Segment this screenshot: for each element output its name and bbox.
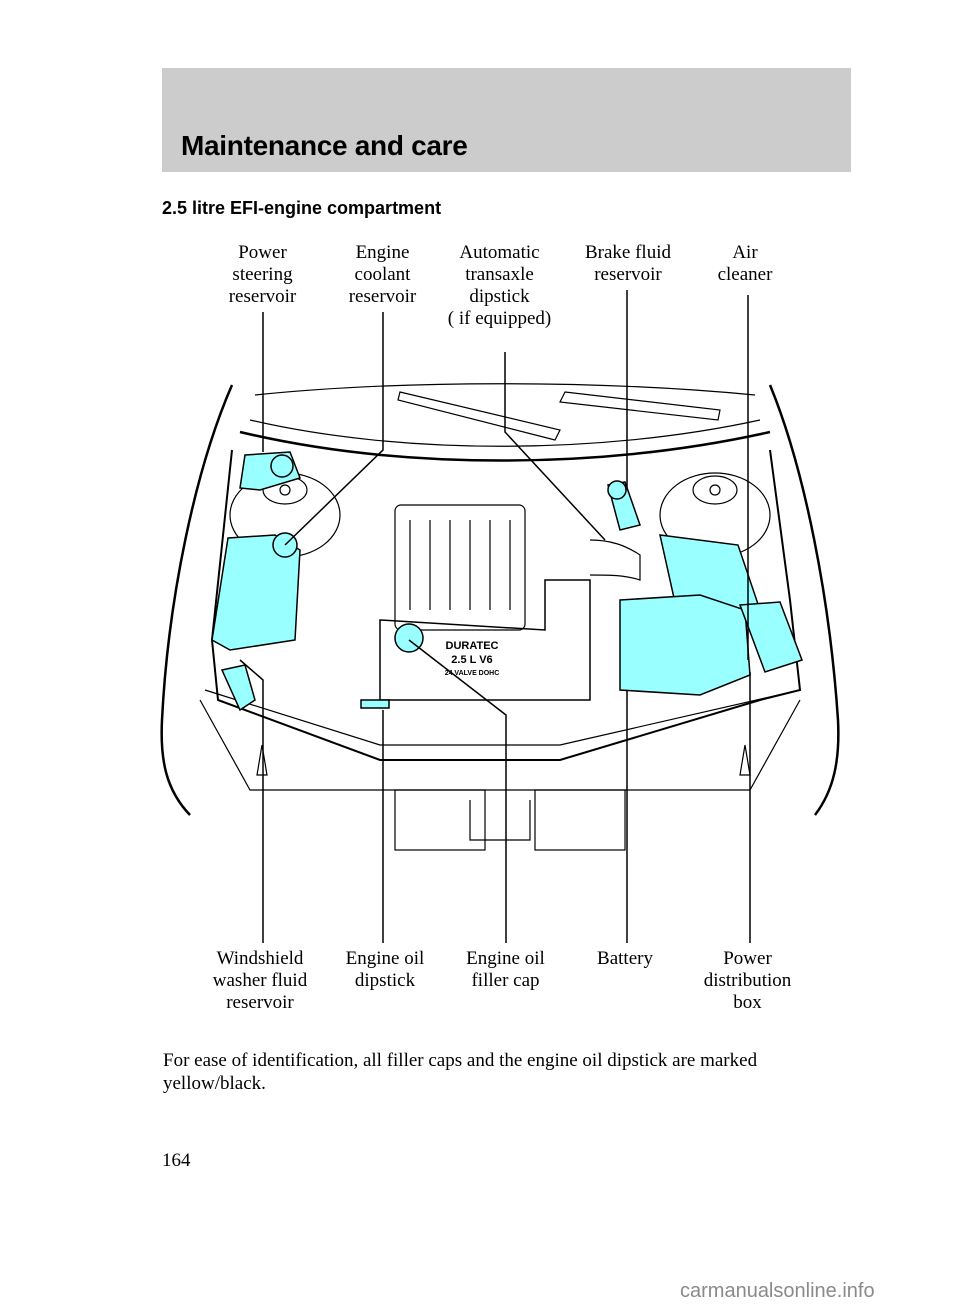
leader-transaxle-dipstick [504, 352, 606, 541]
air-intake-tube [589, 539, 641, 581]
right-fender-outline [768, 384, 840, 816]
engine-badge-line2: 2.5 L V6 [451, 654, 492, 666]
leader-washer [239, 659, 264, 943]
leader-coolant [284, 312, 384, 546]
radiator-support [204, 689, 801, 746]
page-number: 164 [162, 1150, 191, 1171]
chapter-header-band [162, 68, 851, 172]
engine-badge-line3: 24 VALVE DOHC [445, 670, 500, 677]
callout-air-cleaner: Air cleaner [717, 242, 773, 285]
engine-oil-dipstick-handle [360, 699, 390, 709]
power-steering-cap [270, 454, 294, 478]
leader-oil-filler [408, 639, 507, 943]
hood-latch [469, 800, 531, 841]
callout-battery: Battery [597, 948, 653, 969]
brake-fluid-cap [607, 480, 627, 500]
engine-badge-line1: DURATEC [446, 640, 499, 652]
callout-brake-fluid-reservoir: Brake fluid reservoir [584, 242, 671, 285]
washer-fluid-reservoir-shape [220, 664, 256, 712]
compartment-outline [210, 449, 802, 761]
power-distribution-box-shape [738, 601, 803, 673]
callout-power-distribution-box: Power distribution box [703, 948, 792, 1013]
chapter-title: Maintenance and care [181, 130, 468, 161]
left-fender-outline [160, 384, 234, 816]
callout-engine-oil-dipstick: Engine oil dipstick [345, 948, 425, 991]
wiper-right [559, 391, 721, 421]
wiper-left [397, 391, 561, 441]
coolant-reservoir-shape [211, 534, 301, 651]
callout-engine-coolant-reservoir: Engine coolant reservoir [348, 242, 417, 307]
callout-engine-oil-filler-cap: Engine oil filler cap [466, 948, 545, 991]
watermark: carmanualsonline.info [680, 1280, 875, 1302]
identification-note: For ease of identification, all filler c… [163, 1050, 758, 1094]
battery-shape [619, 594, 751, 696]
callout-automatic-transaxle-dipstick: Automatic transaxle dipstick ( if equipp… [447, 242, 552, 329]
callout-windshield-washer-fluid-reservoir: Windshield washer fluid reservoir [212, 948, 308, 1013]
cowl-line [239, 430, 771, 462]
section-title: 2.5 litre EFI-engine compartment [162, 198, 442, 218]
intake-manifold [394, 504, 526, 631]
callout-power-steering-reservoir: Power steering reservoir [228, 242, 297, 307]
